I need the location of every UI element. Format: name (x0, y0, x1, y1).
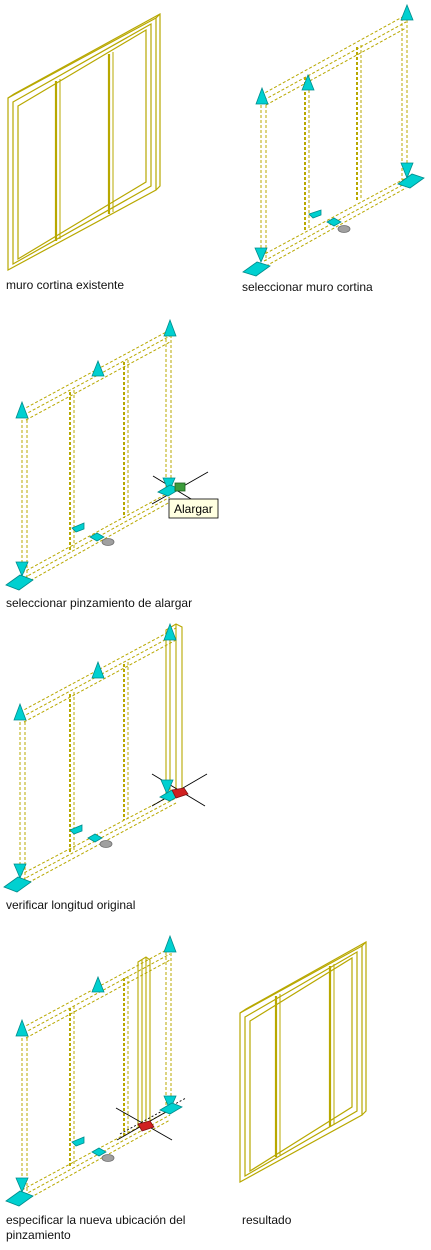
grip-triangle-top-left[interactable] (15, 1018, 29, 1037)
grip-corner-bottom-right[interactable] (159, 1102, 183, 1115)
grip-triangle-bottom-left[interactable] (13, 863, 27, 880)
grip-triangle-top-mid[interactable] (91, 359, 105, 377)
grip-arrow-mid[interactable] (71, 522, 85, 533)
lengthen-grip-hover[interactable] (174, 482, 186, 492)
verify-length-grips[interactable] (3, 622, 189, 893)
selected-wall-drawing (260, 14, 408, 267)
caption-select-grip: seleccionar pinzamiento de alargar (6, 596, 192, 610)
caption-specify-line2: pinzamiento (6, 1228, 71, 1242)
grip-triangle-bottom-right[interactable] (162, 477, 176, 494)
grip-triangle-bottom-right[interactable] (400, 162, 414, 180)
grip-triangle-top-left[interactable] (15, 400, 29, 419)
result-wall-drawing (239, 940, 367, 1184)
grip-arrow-mid[interactable] (71, 1136, 85, 1147)
caption-specify-line1: especificar la nueva ubicación del (6, 1213, 185, 1227)
grip-triangle-top-right[interactable] (163, 622, 177, 641)
hot-grip[interactable] (137, 1120, 155, 1132)
grip-corner-bottom-left[interactable] (5, 574, 34, 591)
grip-diamond-mid[interactable] (89, 532, 105, 542)
grip-diamond-mid[interactable] (91, 1147, 107, 1157)
grip-diamond-mid[interactable] (87, 833, 103, 843)
hot-grip[interactable] (171, 787, 189, 799)
grip-triangle-top-right[interactable] (400, 3, 414, 21)
grip-diamond-mid[interactable] (326, 217, 342, 227)
grip-triangle-top-right[interactable] (163, 318, 177, 337)
select-grip-grips[interactable] (5, 318, 186, 591)
grip-corner-bottom-left[interactable] (5, 1190, 34, 1207)
grip-triangle-top-mid[interactable] (91, 660, 105, 679)
existing-wall-drawing (7, 12, 161, 272)
grip-corner-bottom-left[interactable] (242, 261, 271, 277)
grip-triangle-bottom-left[interactable] (15, 561, 29, 578)
tooltip-label: Alargar (174, 502, 213, 516)
caption-select-wall: seleccionar muro cortina (242, 280, 373, 294)
grip-ellipse[interactable] (101, 1154, 115, 1162)
grip-corner-bottom-right[interactable] (397, 173, 425, 189)
grip-triangle-top-right[interactable] (163, 934, 177, 953)
specify-location-grips[interactable] (5, 934, 183, 1207)
grip-arrow-mid[interactable] (69, 824, 83, 835)
caption-result: resultado (242, 1213, 292, 1227)
grip-arrow-mid[interactable] (308, 209, 322, 219)
grip-triangle-top-mid[interactable] (91, 975, 105, 993)
grip-ellipse[interactable] (99, 840, 113, 848)
caption-verify-length: verificar longitud original (6, 898, 135, 912)
grip-triangle-top-left[interactable] (13, 702, 27, 721)
grip-ellipse[interactable] (101, 538, 115, 546)
caption-existing: muro cortina existente (6, 278, 124, 292)
grip-triangle-bottom-right[interactable] (160, 779, 174, 796)
specify-location-new-mullion (137, 956, 151, 1130)
grip-triangle-bottom-left[interactable] (15, 1177, 29, 1194)
grip-triangle-top-left[interactable] (255, 86, 269, 105)
grip-triangle-bottom-left[interactable] (254, 247, 268, 264)
select-grip-drawing (21, 329, 172, 584)
tooltip-box (168, 498, 219, 519)
grip-ellipse[interactable] (337, 225, 351, 233)
grip-triangle-top-mid[interactable] (301, 73, 315, 91)
select-wall-grips[interactable] (242, 3, 425, 277)
tooltip-lengthen: Alargar (168, 498, 219, 519)
grip-corner-bottom-left[interactable] (3, 876, 32, 893)
verify-length-extended-mullion (165, 623, 183, 797)
